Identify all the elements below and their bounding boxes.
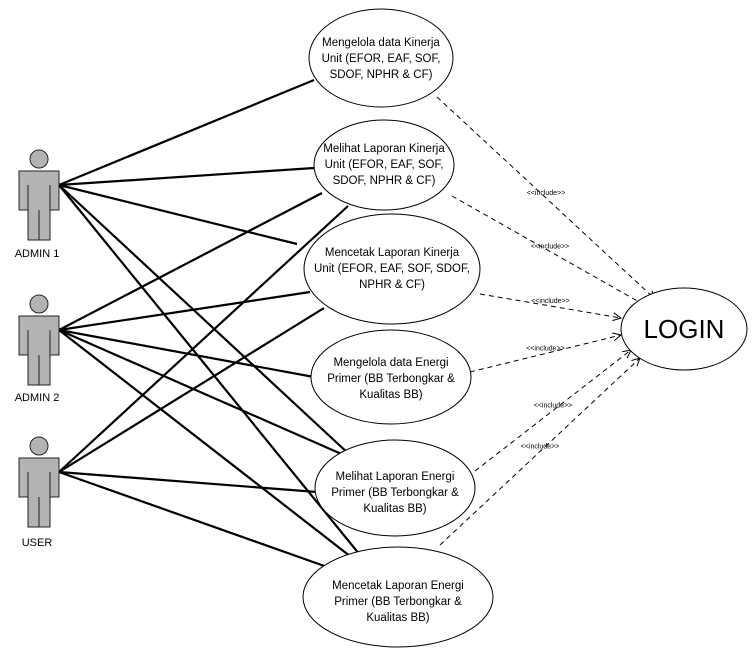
association-user-uc5: [58, 470, 318, 494]
actor-admin2-label: ADMIN 2: [15, 392, 60, 404]
use-case-uc3-line-2: Unit (EFOR, EAF, SOF, SDOF,: [314, 263, 470, 275]
use-case-uc3-line-1: Mencetak Laporan Kinerja: [325, 247, 460, 259]
use-case-uc1[interactable]: Mengelola data Kinerja Unit (EFOR, EAF, …: [308, 8, 454, 108]
login-label: LOGIN: [644, 314, 725, 344]
association-admin1-uc5: [58, 184, 351, 456]
use-case-uc2-line-3: SDOF, NPHR & CF): [333, 175, 436, 187]
include-arrow-uc2: [451, 195, 648, 307]
use-case-uc3-line-3: NPHR & CF): [359, 279, 425, 291]
use-case-uc5-line-3: Kualitas BB): [363, 503, 426, 515]
use-case-uc2[interactable]: Melihat Laporan Kinerja Unit (EFOR, EAF,…: [313, 119, 455, 211]
use-case-uc4-line-1: Mengelola data Energi: [333, 357, 448, 369]
association-admin1-uc2: [58, 166, 315, 187]
actor-user[interactable]: USER: [18, 436, 60, 549]
use-case-uc5[interactable]: Melihat Laporan Energi Primer (BB Terbon…: [314, 439, 476, 537]
use-case-uc1-line-3: SDOF, NPHR & CF): [330, 69, 433, 81]
include-arrow-uc4: [469, 335, 621, 373]
use-case-uc1-line-1: Mengelola data Kinerja: [322, 37, 440, 49]
use-case-uc5-line-1: Melihat Laporan Energi: [336, 471, 455, 483]
association-admin2-uc6: [58, 329, 356, 561]
use-case-uc5-line-2: Primer (BB Terbongkar &: [331, 487, 459, 499]
include-arrow-uc5: [474, 350, 631, 472]
include-label-uc3: <<include>>: [531, 298, 570, 305]
association-admin2-uc5: [58, 328, 347, 458]
actor-user-label: USER: [22, 537, 53, 549]
use-case-uc1-line-2: Unit (EFOR, EAF, SOF,: [322, 53, 441, 65]
association-admin1-uc3: [58, 183, 298, 246]
actor-admin1-icon: [18, 149, 60, 241]
use-case-uc4-line-3: Kualitas BB): [359, 389, 422, 401]
include-arrow-uc6: [439, 358, 640, 546]
include-arrow-uc1: [436, 96, 655, 299]
use-case-login[interactable]: LOGIN: [620, 287, 748, 371]
include-dependencies: <<include>> <<include>> <<include>> <<inclu…: [436, 96, 655, 546]
actor-admin2[interactable]: ADMIN 2: [15, 294, 60, 404]
association-user-uc6: [58, 470, 331, 570]
use-case-uc6-line-2: Primer (BB Terbongkar &: [334, 596, 462, 608]
actor-user-icon: [18, 436, 60, 528]
association-admin2-uc3: [58, 290, 311, 332]
association-admin2-uc2: [58, 192, 323, 331]
actor-admin1[interactable]: ADMIN 1: [15, 149, 60, 260]
include-label-uc2: <<include>>: [531, 244, 570, 251]
actor-admin1-label: ADMIN 1: [15, 248, 60, 260]
include-label-uc1: <<include>>: [527, 190, 566, 197]
association-user-uc3: [58, 307, 325, 473]
use-case-uc4[interactable]: Mengelola data Energi Primer (BB Terbong…: [310, 329, 472, 425]
use-case-uc6[interactable]: Mencetak Laporan Energi Primer (BB Terbo…: [302, 546, 494, 648]
association-lines: [58, 78, 361, 570]
use-case-uc4-line-2: Primer (BB Terbongkar &: [327, 373, 455, 385]
use-case-uc2-line-1: Melihat Laporan Kinerja: [323, 143, 445, 155]
include-label-uc6: <<include>>: [521, 444, 560, 451]
actor-admin2-icon: [18, 294, 60, 386]
use-case-uc2-line-2: Unit (EFOR, EAF, SOF,: [325, 159, 444, 171]
include-label-uc5: <<include>>: [534, 403, 573, 410]
use-case-uc6-line-1: Mencetak Laporan Energi: [332, 580, 464, 592]
association-admin1-uc1: [58, 78, 315, 187]
include-label-uc4: <<include>>: [526, 346, 565, 353]
use-case-uc3[interactable]: Mencetak Laporan Kinerja Unit (EFOR, EAF…: [303, 213, 481, 325]
association-user-uc2: [58, 205, 349, 473]
use-case-uc6-line-3: Kualitas BB): [366, 612, 429, 624]
association-admin1-uc6: [58, 184, 361, 556]
include-arrow-uc3: [479, 293, 621, 318]
